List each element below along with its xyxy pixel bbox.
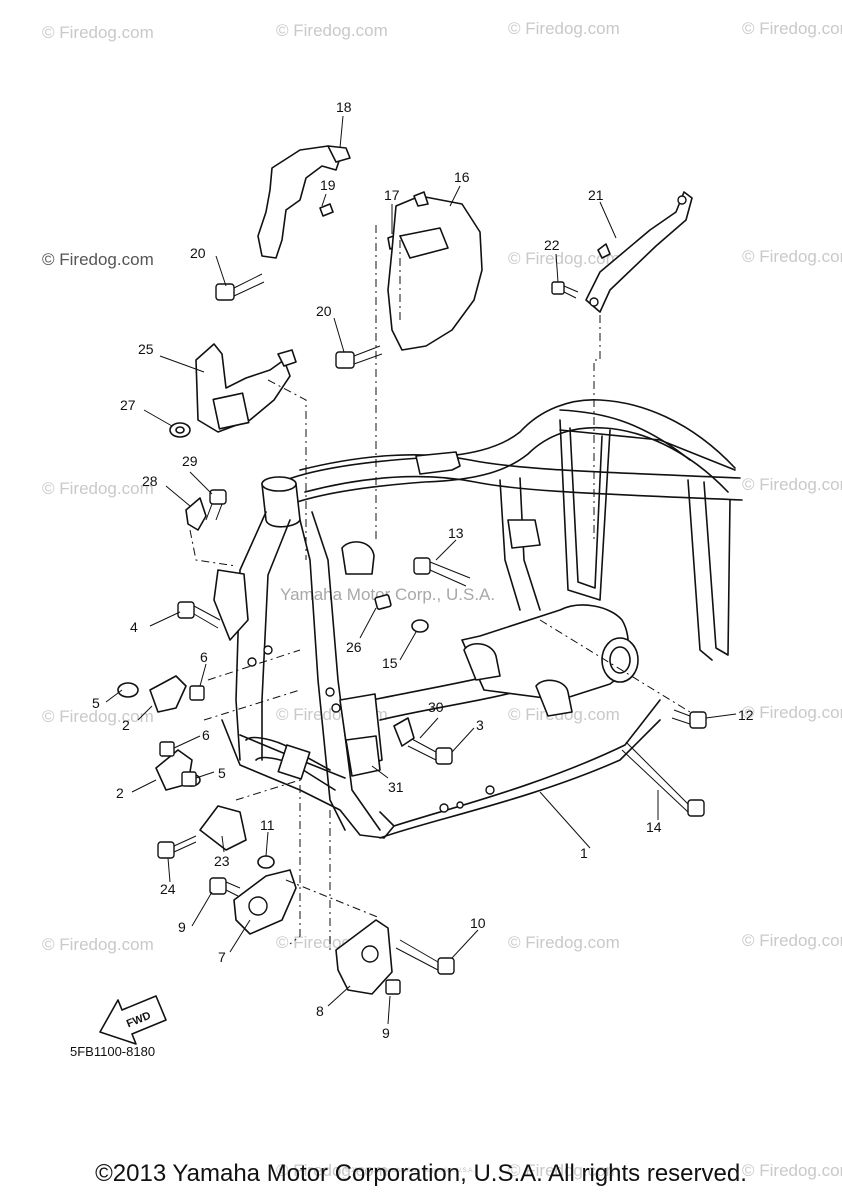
callout-31: 31 (388, 779, 404, 795)
callout-27: 27 (120, 397, 136, 413)
watermark: © Firedog.com (508, 705, 620, 724)
callout-14: 14 (646, 819, 662, 835)
watermark: © Firedog.com (42, 250, 154, 269)
watermark: © Firedog.com (742, 19, 842, 38)
callout-7: 7 (218, 949, 226, 965)
callout-13: 13 (448, 525, 464, 541)
callout-9: 9 (382, 1025, 390, 1041)
callout-28: 28 (142, 473, 158, 489)
callout-29: 29 (182, 453, 198, 469)
part-16-side-cover (387, 191, 483, 351)
callout-17: 17 (384, 187, 400, 203)
small-copyright: © 2009-2016 Yamaha Motor Corporation, U.… (345, 1167, 474, 1174)
watermark: © Firedog.com (742, 703, 842, 722)
diagram-code: 5FB1100-8180 (70, 1044, 156, 1059)
watermark: © Firedog.com (742, 247, 842, 266)
watermark: © Firedog.com (742, 931, 842, 950)
callout-6: 6 (202, 727, 210, 743)
small-parts (117, 422, 429, 995)
leader-lines (105, 115, 737, 1025)
callout-5: 5 (92, 695, 100, 711)
callout-12: 12 (738, 707, 754, 723)
watermark: © Firedog.com (742, 475, 842, 494)
callout-15: 15 (382, 655, 398, 671)
callout-26: 26 (346, 639, 362, 655)
watermark: © Firedog.com (42, 935, 154, 954)
callout-3: 3 (476, 717, 484, 733)
copyright-notice: ©2013 Yamaha Motor Corporation, U.S.A. A… (95, 1160, 747, 1187)
watermark: © Firedog.com (42, 23, 154, 42)
callout-23: 23 (214, 853, 230, 869)
watermark: © Firedog.com (508, 19, 620, 38)
callout-1: 1 (580, 845, 588, 861)
callout-24: 24 (160, 881, 176, 897)
callout-labels: 1 2 2 3 4 5 5 6 6 7 8 9 9 10 11 12 13 14… (92, 99, 754, 1041)
main-frame (213, 399, 743, 839)
callout-20: 20 (190, 245, 206, 261)
callout-21: 21 (588, 187, 604, 203)
watermark-grid: © Firedog.com © Firedog.com © Firedog.co… (42, 19, 842, 1180)
watermark: © Firedog.com (742, 1161, 842, 1180)
callout-8: 8 (316, 1003, 324, 1019)
guide-lines (189, 225, 691, 952)
watermark: © Firedog.com (508, 933, 620, 952)
part-18-cover (257, 145, 351, 259)
callout-19: 19 (320, 177, 336, 193)
watermark: © Firedog.com (276, 21, 388, 40)
callout-9: 9 (178, 919, 186, 935)
watermark: © Firedog.com (508, 249, 620, 268)
part-19-tab (319, 203, 334, 217)
callout-2: 2 (116, 785, 124, 801)
watermark: © Firedog.com (42, 707, 154, 726)
watermark: © Firedog.com (276, 1161, 388, 1180)
callout-16: 16 (454, 169, 470, 185)
watermark: © Firedog.com (42, 479, 154, 498)
callout-2: 2 (122, 717, 130, 733)
callout-5: 5 (218, 765, 226, 781)
callout-25: 25 (138, 341, 154, 357)
callout-22: 22 (544, 237, 560, 253)
callout-18: 18 (336, 99, 352, 115)
part-21-bracket (585, 191, 693, 313)
bolts (157, 273, 707, 995)
callout-30: 30 (428, 699, 444, 715)
callout-6: 6 (200, 649, 208, 665)
watermark: © Firedog.com (508, 1161, 620, 1180)
callout-10: 10 (470, 915, 486, 931)
callout-4: 4 (130, 619, 138, 635)
part-25-bracket (195, 343, 297, 433)
callout-11: 11 (260, 817, 275, 833)
callout-20: 20 (316, 303, 332, 319)
fwd-arrow: FWD (99, 995, 167, 1045)
